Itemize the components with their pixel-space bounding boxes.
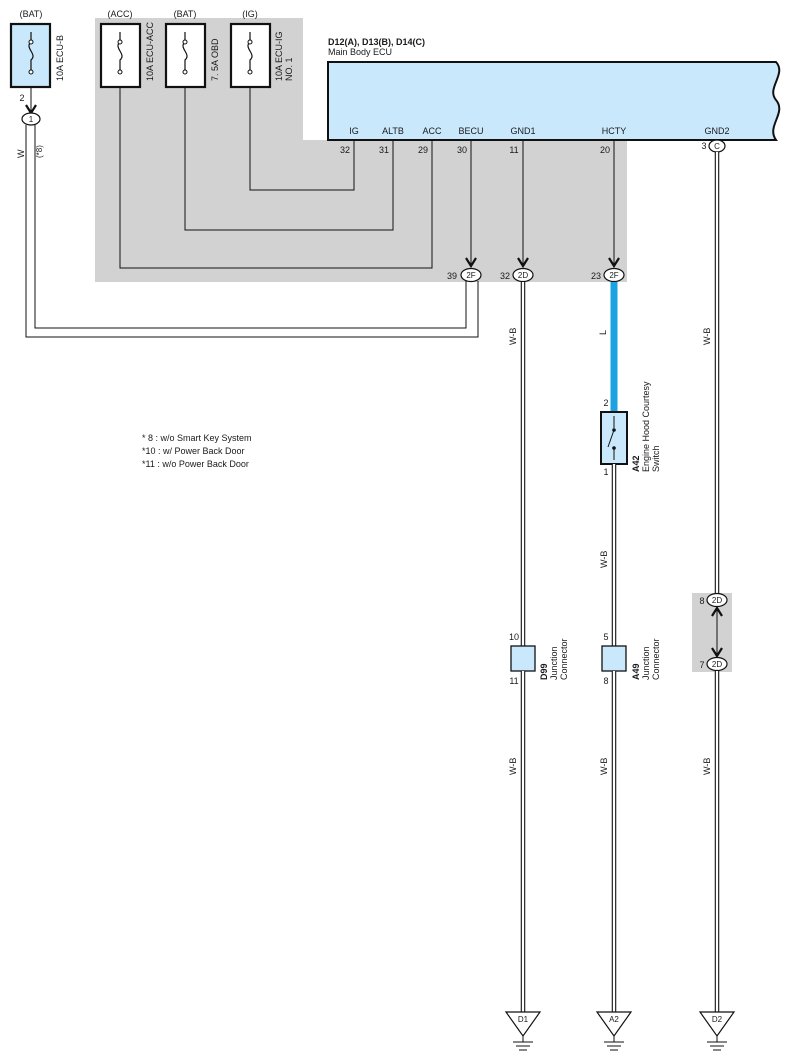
wire-color-label: W-B — [599, 758, 609, 775]
svg-text:2D: 2D — [518, 271, 528, 280]
svg-text:D1: D1 — [518, 1015, 529, 1024]
fuse-name-label: 10A ECU-B — [55, 35, 65, 81]
svg-text:C: C — [714, 142, 720, 151]
ground-a2: A2 — [595, 1011, 633, 1051]
svg-text:D2: D2 — [712, 1015, 723, 1024]
wire-color-label: W-B — [702, 328, 712, 345]
fuse-ecu-acc — [99, 22, 142, 89]
fuse-out-pin: 2 — [19, 93, 24, 103]
junction-code: A49 — [631, 663, 641, 680]
svg-text:2F: 2F — [466, 271, 475, 280]
svg-text:2D: 2D — [712, 596, 722, 605]
connector-2f-becu: 2F — [460, 267, 482, 283]
engine-hood-courtesy-switch — [600, 411, 628, 465]
ground-d1: D1 — [504, 1011, 542, 1051]
svg-text:1: 1 — [29, 115, 34, 124]
fuse-name-label-2: NO. 1 — [284, 57, 294, 81]
arrow-becu — [465, 257, 477, 269]
arrow-gnd1 — [517, 257, 529, 269]
ecu-pin-number: 32 — [340, 145, 350, 155]
junction-pin: 5 — [603, 632, 608, 642]
conn-pin: 23 — [591, 271, 601, 281]
ecu-terminal-name: GND2 — [704, 126, 729, 136]
ecu-pin-number: 20 — [600, 145, 610, 155]
junction-pin: 10 — [509, 632, 519, 642]
fuse-name-label: 10A ECU-ACC — [145, 21, 155, 81]
svg-text:2D: 2D — [712, 660, 722, 669]
ground-d2: D2 — [698, 1011, 736, 1051]
splice-pin: 8 — [699, 596, 704, 606]
ecu-terminal-name: BECU — [458, 126, 483, 136]
wire-ig — [249, 87, 355, 191]
junction-connector-d99 — [510, 645, 536, 672]
ecu-terminal-name: ACC — [422, 126, 442, 136]
wire-color-w: W — [16, 149, 26, 158]
fuse-name-label: 7. 5A OBD — [210, 38, 220, 81]
ecu-pin-number: 31 — [379, 145, 389, 155]
wire-altb — [184, 87, 394, 231]
svg-text:2F: 2F — [609, 271, 618, 280]
ecu-terminal-name: IG — [349, 126, 359, 136]
wire-color-label: W-B — [508, 328, 518, 345]
junction-name: Connector — [559, 638, 569, 680]
junction-code: D99 — [539, 663, 549, 680]
switch-code: A42 — [631, 455, 641, 472]
switch-pin: 1 — [603, 467, 608, 477]
fuse-supply-label: (ACC) — [108, 9, 133, 19]
wire-color-label: W-B — [599, 551, 609, 568]
fuse-obd — [164, 22, 207, 89]
ecu-box — [327, 61, 781, 141]
wire-w-outer — [25, 125, 479, 338]
splice-connector-top: 2D — [706, 592, 728, 608]
connector-2f-hcty: 2F — [603, 267, 625, 283]
note-line: * 8 : w/o Smart Key System — [142, 433, 252, 443]
splice-arrow-down — [711, 647, 723, 659]
fuse-out-connector: 1 — [21, 112, 41, 126]
ecu-connectors-label: D12(A), D13(B), D14(C) — [328, 37, 425, 47]
wire-acc — [119, 87, 433, 269]
arrow-hcty — [608, 257, 620, 269]
connector-2d-gnd1: 2D — [512, 267, 534, 283]
junction-connector-a49 — [601, 645, 627, 672]
ecu-terminal-name: HCTY — [602, 126, 627, 136]
wire-w-inner — [34, 125, 467, 329]
wire-color-label: W-B — [702, 758, 712, 775]
ecu-terminal-name: ALTB — [382, 126, 404, 136]
svg-text:A2: A2 — [609, 1015, 619, 1024]
junction-name: Junction — [641, 646, 651, 680]
fuse-name-label: 10A ECU-IG — [274, 31, 284, 81]
switch-name: Engine Hood Courtesy — [641, 381, 651, 472]
fuse-ecu-ig — [229, 22, 272, 89]
conn-pin: 32 — [500, 271, 510, 281]
ecu-shaded-region — [95, 18, 627, 282]
ecu-pin-number: 3 — [701, 141, 706, 151]
junction-pin: 11 — [509, 676, 518, 686]
note-line: *10 : w/ Power Back Door — [142, 446, 245, 456]
wire-color-label: L — [598, 330, 608, 335]
fuse-supply-label: (IG) — [242, 9, 258, 19]
junction-pin: 8 — [603, 676, 608, 686]
switch-name: Switch — [651, 445, 661, 472]
ecu-name-label: Main Body ECU — [328, 47, 392, 57]
fuse-ecu-b — [9, 22, 52, 89]
fuse-supply-label: (BAT) — [174, 9, 197, 19]
junction-name: Junction — [549, 646, 559, 680]
ecu-pin-number: 29 — [418, 145, 428, 155]
splice-connector-bottom: 2D — [706, 656, 728, 672]
ecu-pin-number: 11 — [509, 145, 518, 155]
junction-name: Connector — [651, 638, 661, 680]
switch-pin: 2 — [603, 398, 608, 408]
conn-pin: 39 — [447, 271, 457, 281]
ecu-terminal-name: GND1 — [510, 126, 535, 136]
fuse-supply-label: (BAT) — [20, 9, 43, 19]
splice-pin: 7 — [699, 660, 704, 670]
ecu-pin-number: 30 — [457, 145, 467, 155]
ecu-connector-c: C — [708, 139, 726, 153]
wire-note: (*8) — [35, 145, 44, 158]
wire-color-label: W-B — [508, 758, 518, 775]
note-line: *11 : w/o Power Back Door — [142, 459, 249, 469]
